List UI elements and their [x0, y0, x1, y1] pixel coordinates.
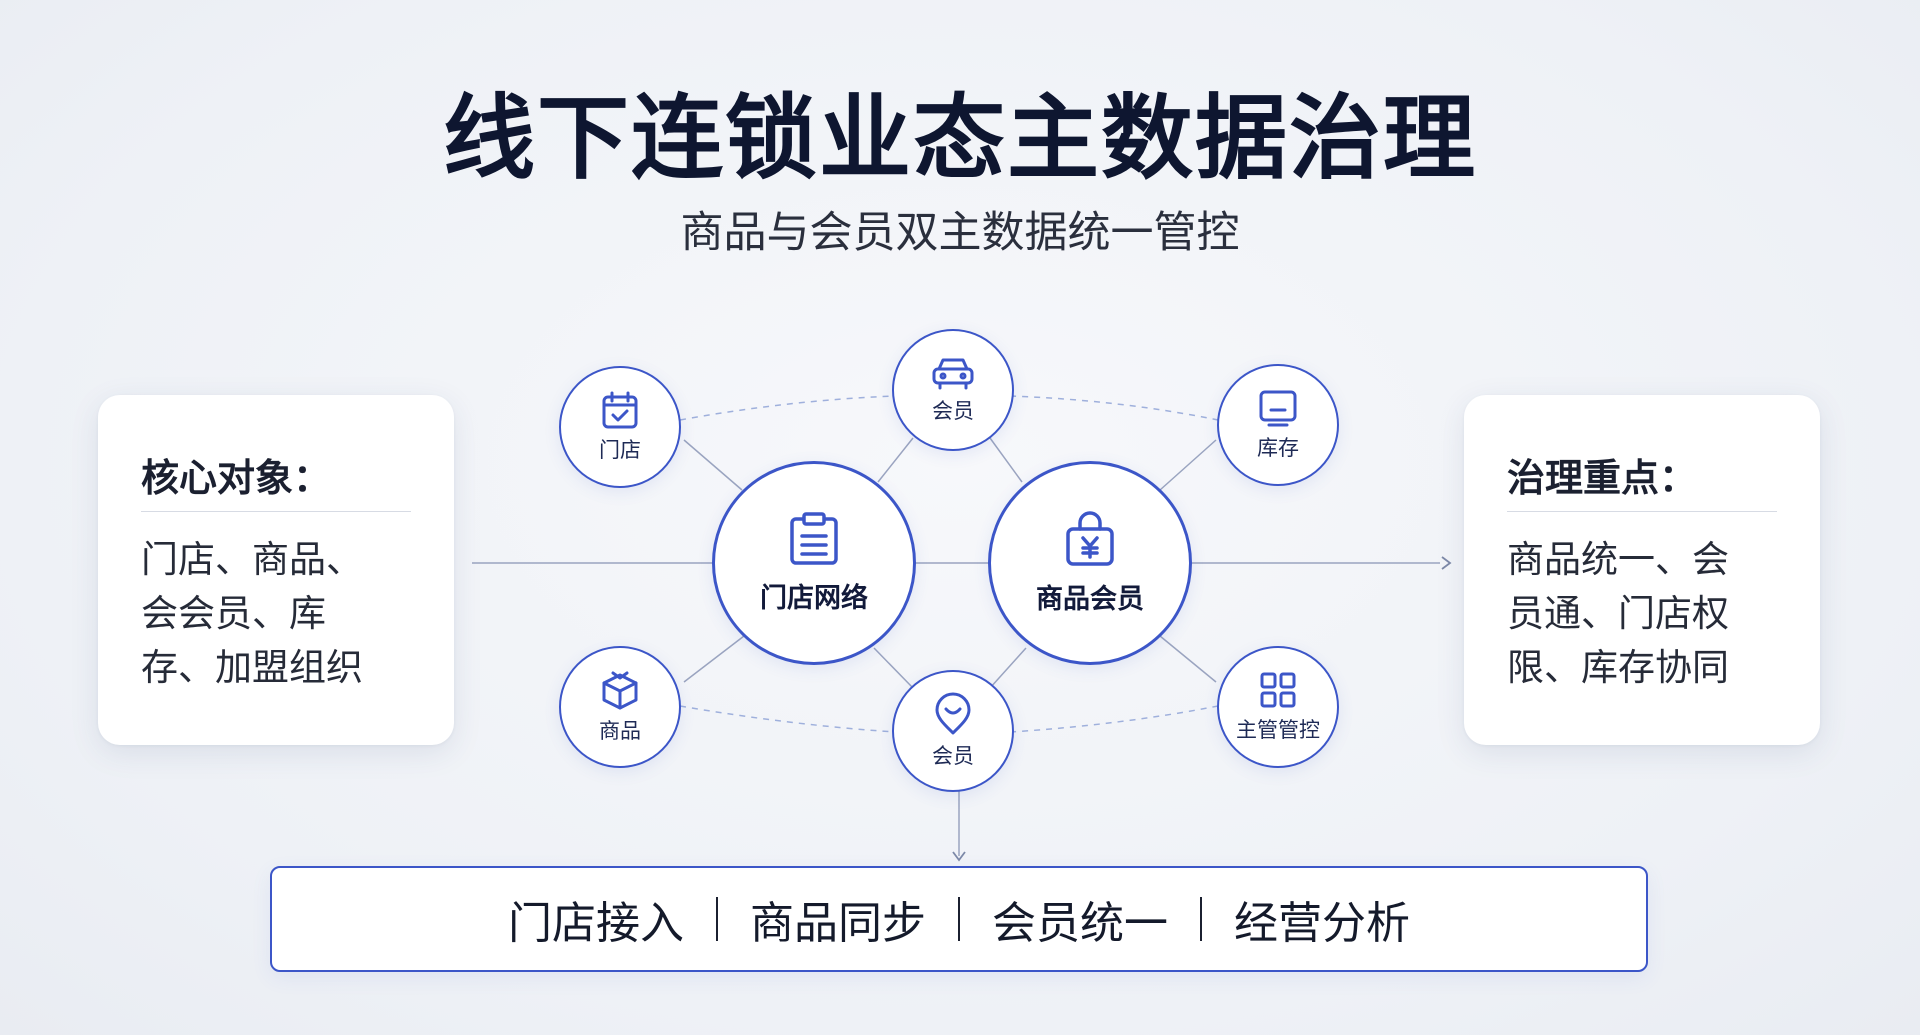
supervisor-control-label: 主管管控 [1236, 718, 1320, 742]
connector-inventory-to-goods [1159, 439, 1217, 491]
process-steps-bar: 门店接入 商品同步 会员统一 经营分析 [270, 866, 1648, 972]
connector-store-to-network [683, 439, 743, 491]
governance-focus-heading: 治理重点： [1507, 456, 1698, 500]
member-node-bottom: 会员 [892, 670, 1014, 792]
divider [1507, 511, 1777, 512]
car-icon [931, 355, 975, 391]
connector-control-to-goods [1159, 635, 1217, 683]
clipboard-list-icon [788, 511, 840, 566]
connector-member2-to-network [873, 647, 914, 689]
step-separator [1200, 897, 1202, 941]
governance-focus-text: 商品统一、会员通、门店权限、库存协同 [1507, 538, 1729, 689]
dashed-arc-bottom-left [679, 705, 896, 733]
grid-icon [1258, 670, 1298, 710]
member-node-top: 会员 [892, 329, 1014, 451]
inventory-label: 库存 [1257, 436, 1299, 460]
goods-member-label: 商品会员 [1036, 583, 1144, 615]
process-step: 经营分析 [1234, 898, 1410, 949]
dashed-arc-top-right [1009, 395, 1219, 421]
governance-focus-card: 治理重点： 商品统一、会员通、门店权限、库存协同 [1464, 395, 1820, 745]
connector-member-to-goods [989, 437, 1023, 483]
process-step: 商品同步 [750, 898, 926, 949]
process-step: 会员统一 [992, 898, 1168, 949]
member-label-top: 会员 [932, 399, 974, 423]
connector-member2-to-goods [989, 647, 1027, 689]
connector-goods-to-network [683, 635, 745, 683]
goods-node: 商品 [559, 646, 681, 768]
core-objects-text: 门店、商品、会会员、库存、加盟组织 [141, 538, 363, 689]
calendar-check-icon [600, 390, 640, 430]
page-title: 线下连锁业态主数据治理 [442, 85, 1477, 192]
arrowhead-right [1441, 556, 1452, 570]
connector-member-to-network [877, 437, 914, 483]
core-objects-card: 核心对象： 门店、商品、会会员、库存、加盟组织 [98, 395, 454, 745]
inventory-node: 库存 [1217, 364, 1339, 486]
dashed-arc-top-left [679, 395, 896, 421]
goods-label: 商品 [599, 719, 641, 743]
core-objects-heading: 核心对象： [141, 456, 332, 500]
step-separator [716, 897, 718, 941]
supervisor-control-node: 主管管控 [1217, 646, 1339, 768]
dashed-arc-bottom-right [1009, 705, 1219, 733]
store-label: 门店 [599, 438, 641, 462]
step-separator [958, 897, 960, 941]
location-pin-icon [933, 692, 973, 736]
store-network-node: 门店网络 [712, 461, 916, 665]
goods-member-node: 商品会员 [988, 461, 1192, 665]
divider [141, 511, 411, 512]
store-node: 门店 [559, 366, 681, 488]
shopping-bag-yen-icon [1064, 510, 1116, 567]
store-network-label: 门店网络 [760, 582, 868, 614]
arrowhead-down [952, 851, 966, 862]
box-icon [599, 669, 641, 711]
page-subtitle: 商品与会员双主数据统一管控 [680, 208, 1240, 258]
process-step: 门店接入 [508, 898, 684, 949]
member-label-bottom: 会员 [932, 744, 974, 768]
monitor-icon [1257, 388, 1299, 428]
